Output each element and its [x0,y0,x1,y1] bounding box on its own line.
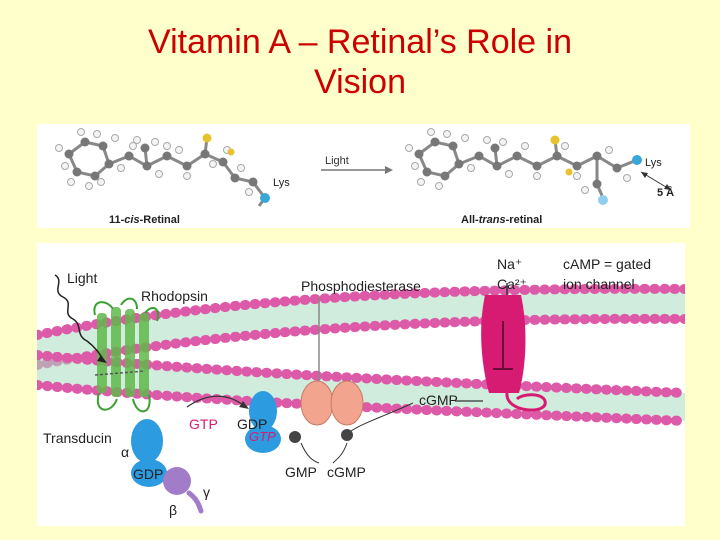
transducin-label: Transducin [43,430,112,446]
channel-label-line-1: cAMP = gated [563,256,651,272]
beta-label: β [169,502,177,518]
lys-label-left: Lys [273,177,290,189]
cgmp-product-label: cGMP [327,464,366,480]
light-wave [54,274,104,360]
trans-retinal-label: All-trans-retinal [461,214,542,226]
rhodopsin-protein [93,297,159,413]
activated-transducin [245,391,281,453]
light-arrowhead [97,355,107,363]
light-arrow-label: Light [325,155,349,167]
gtp-exchange-arrow [186,395,244,408]
transducin-beta-gamma [163,467,204,514]
transducin-alpha [131,419,167,487]
title-line-2: Vision [314,63,406,101]
title-line-1: Vitamin A – Retinal’s Role in [148,23,572,61]
cgmp-channel-label: cGMP [419,392,458,408]
light-label: Light [67,270,97,286]
phototransduction-panel: Light Rhodopsin Phosphodiesterase Na⁺ Ca… [32,243,690,526]
trans-retinal-molecule [405,128,642,205]
gdp-bound-label: GDP [133,466,163,482]
retinal-isomerization-panel: Lys 11-cis-Retinal Light [37,124,690,228]
distance-arrow [640,171,672,191]
gtp-exchange-arrowhead [239,401,249,409]
channel-label-line-2: ion channel [563,276,635,292]
sodium-label: Na⁺ [497,256,522,272]
cgmp-gated-channel [481,283,547,412]
light-reaction-arrow [321,166,393,174]
phototransduction-figure: Light Rhodopsin Phosphodiesterase Na⁺ Ca… [32,256,690,518]
rhodopsin-label: Rhodopsin [141,288,208,304]
calcium-label: Ca²⁺ [497,276,527,292]
gmp-arrow [300,442,320,464]
slide-title: Vitamin A – Retinal’s Role in Vision [0,22,720,102]
gdp-label: GDP [237,416,267,432]
cgmp-release-arrow [350,402,414,432]
distance-label: 5 Å [657,186,674,199]
retinal-isomerization-figure: Lys 11-cis-Retinal Light [55,128,674,226]
phosphodiesterase-enzyme [289,297,364,443]
cis-retinal-molecule [55,128,270,207]
gtp-label: GTP [189,416,218,432]
lys-label-right: Lys [645,157,662,169]
gmp-label: GMP [285,464,317,480]
gamma-label: γ [203,484,210,500]
cis-retinal-label: 11-cis-Retinal [109,214,180,226]
gtp-bound-label: GTP [249,429,276,444]
cgmp-hydrolysis-arrow [332,442,348,464]
phosphodiesterase-label: Phosphodiesterase [301,278,421,294]
alpha-label: α [121,444,129,460]
